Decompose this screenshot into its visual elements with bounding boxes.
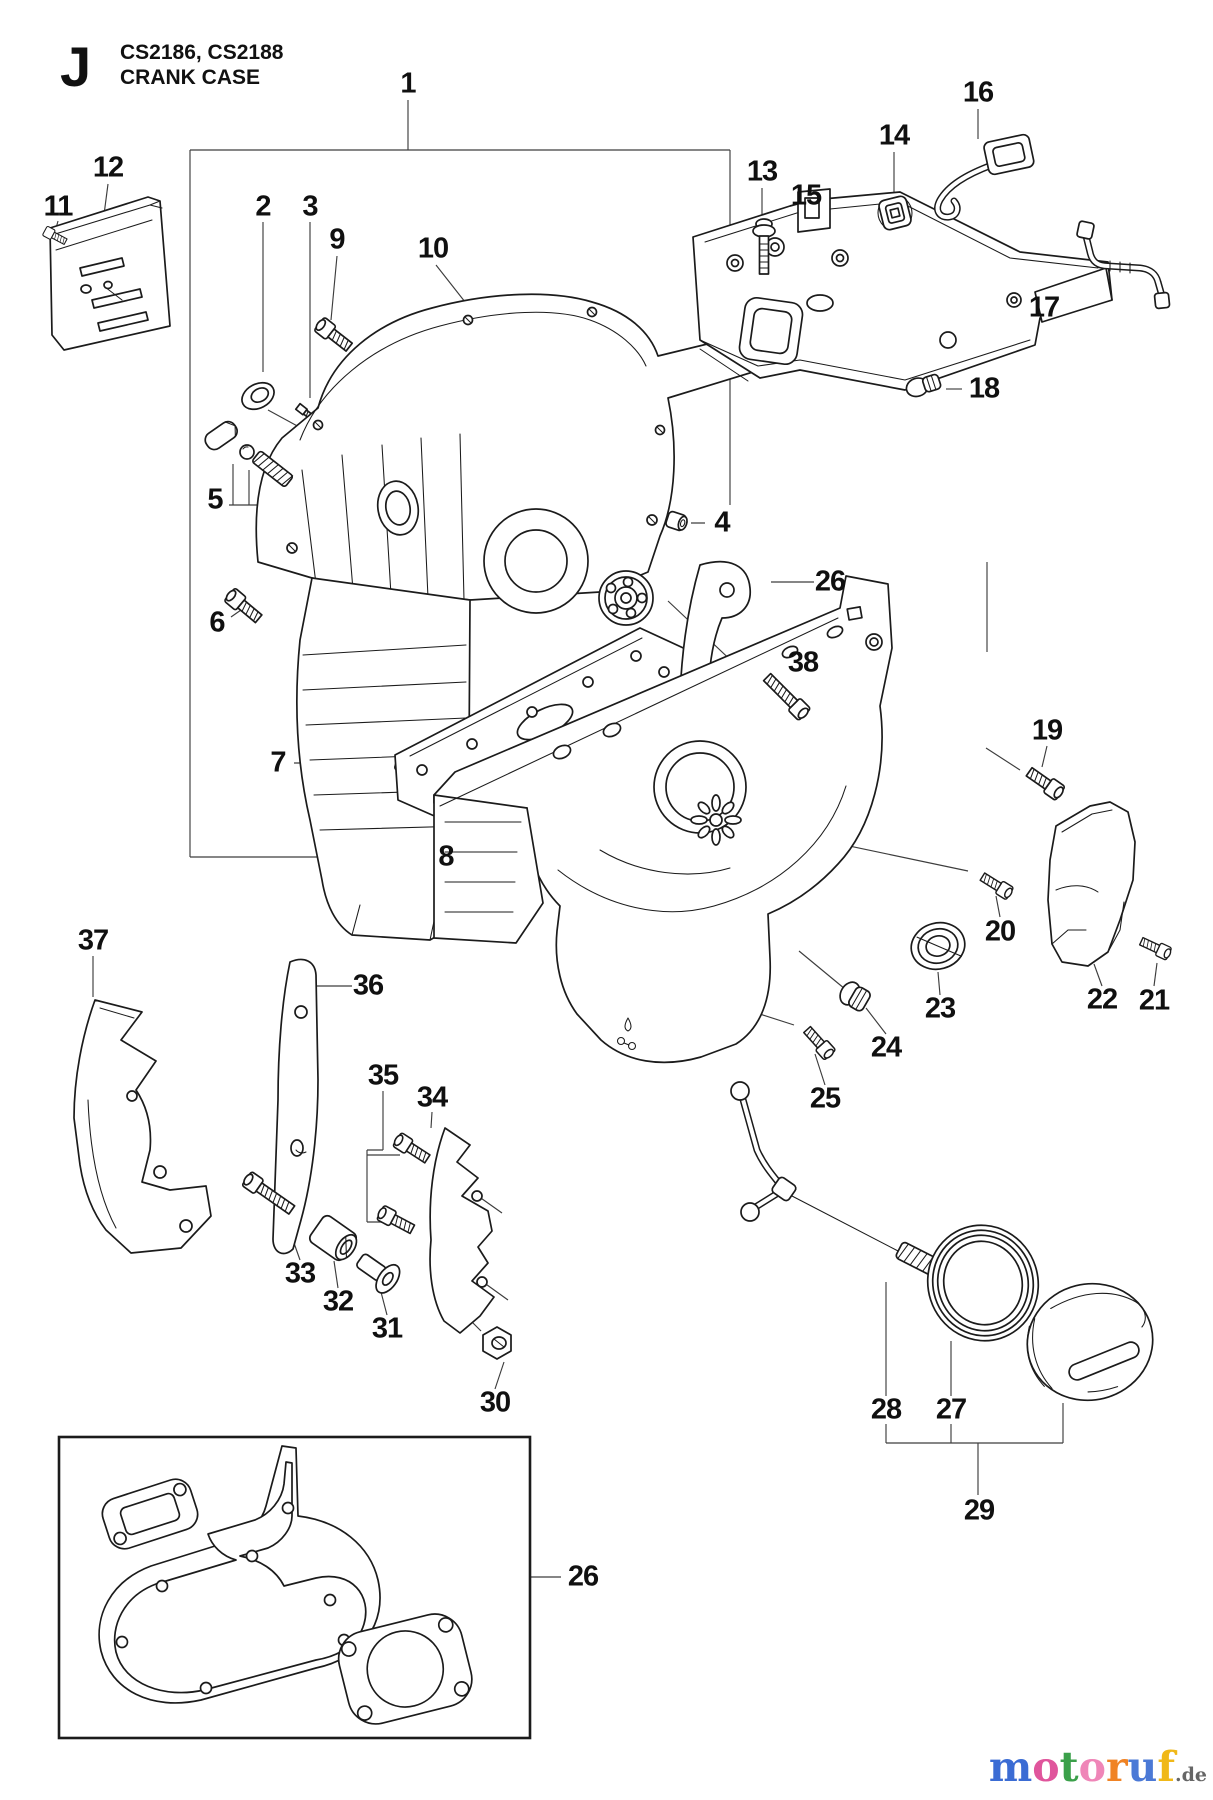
logo-letter-1: o — [1032, 1743, 1060, 1791]
callout-19: 19 — [1031, 714, 1063, 747]
callout-6: 6 — [209, 606, 225, 639]
tank-cap-29 — [1026, 1282, 1154, 1402]
barrel-nut-4 — [665, 510, 688, 532]
screw-33 — [241, 1171, 296, 1215]
callout-34: 34 — [416, 1081, 448, 1114]
gasket-kit-box-26 — [57, 1435, 532, 1740]
logo-letter-6: f — [1157, 1743, 1175, 1791]
callout-16: 16 — [962, 76, 994, 109]
callout-20: 20 — [984, 915, 1016, 948]
callout-29: 29 — [963, 1494, 995, 1527]
page-title: CRANK CASE — [120, 66, 261, 89]
tank-tray-15 — [692, 188, 1113, 391]
screw-11 — [42, 226, 68, 245]
callout-31: 31 — [371, 1312, 403, 1345]
callout-32: 32 — [322, 1285, 354, 1318]
upper-crankcase-half — [255, 289, 937, 941]
screw-9 — [314, 317, 354, 352]
callout-7: 7 — [270, 746, 286, 779]
spiked-bumper-37 — [73, 999, 212, 1254]
callout-10: 10 — [417, 232, 449, 265]
callout-23: 23 — [924, 992, 956, 1025]
callout-18: 18 — [968, 372, 1000, 405]
callout-35: 35 — [367, 1059, 399, 1092]
felling-spike-34 — [429, 1127, 495, 1334]
plunger-ball-spring-5 — [204, 420, 294, 488]
screw-13 — [752, 218, 776, 275]
fuel-hose-17 — [1076, 220, 1171, 310]
logo-letter-0: m — [988, 1743, 1033, 1791]
logo-letter-5: u — [1127, 1743, 1158, 1791]
callout-28: 28 — [870, 1393, 902, 1426]
retaining-ring-27 — [926, 1224, 1040, 1342]
screw-6 — [224, 588, 263, 624]
callout-11: 11 — [43, 190, 74, 223]
callout-17: 17 — [1028, 291, 1060, 324]
callout-14: 14 — [878, 119, 910, 152]
screw-19 — [1025, 766, 1066, 801]
callout-24: 24 — [870, 1031, 902, 1064]
callout-3: 3 — [302, 190, 318, 223]
callout-15: 15 — [790, 179, 822, 212]
callout-38: 38 — [787, 646, 819, 679]
callout-26: 26 — [814, 565, 846, 598]
callout-27: 27 — [935, 1393, 967, 1426]
logo-letter-4: r — [1105, 1743, 1128, 1791]
lower-crankcase-half — [433, 575, 893, 1064]
model-numbers: CS2186, CS2188 — [120, 41, 284, 64]
callout-9: 9 — [329, 223, 345, 256]
logo-suffix: .de — [1175, 1764, 1207, 1786]
screw-21 — [1138, 936, 1172, 961]
callout-21: 21 — [1138, 984, 1170, 1017]
screw-35b — [376, 1205, 416, 1235]
callout-2: 2 — [255, 190, 271, 223]
crankshaft-bearing — [598, 570, 654, 626]
callout-30: 30 — [479, 1386, 511, 1419]
callout-33: 33 — [284, 1257, 316, 1290]
callout-36: 36 — [352, 969, 384, 1002]
logo-letter-3: o — [1078, 1743, 1106, 1791]
motoruf-watermark: motoruf.de — [989, 1747, 1207, 1796]
callout-4: 4 — [714, 506, 730, 539]
callout-12: 12 — [92, 151, 124, 184]
plug-24 — [839, 981, 871, 1012]
plug-18 — [905, 373, 942, 398]
screw-35a — [392, 1132, 431, 1164]
bumper-plate-36 — [272, 958, 319, 1255]
title-block: CS2186, CS2188 CRANK CASE — [120, 40, 283, 90]
section-letter: J — [60, 35, 92, 98]
screw-38 — [762, 672, 811, 721]
starter-star — [690, 794, 742, 846]
guide-plate-12 — [49, 196, 171, 351]
screw-20 — [979, 872, 1014, 900]
choke-lever-16 — [934, 133, 1035, 221]
chain-catcher-22 — [1047, 801, 1136, 967]
callout-8: 8 — [438, 840, 454, 873]
spacer-32 — [308, 1214, 358, 1262]
callout-1: 1 — [400, 67, 416, 100]
callout-25: 25 — [809, 1082, 841, 1115]
callout-5: 5 — [207, 483, 223, 516]
sleeve-31 — [356, 1253, 401, 1294]
logo-letter-2: t — [1059, 1743, 1079, 1791]
plug-2 — [241, 381, 275, 411]
screw-25 — [803, 1025, 836, 1060]
callout-22: 22 — [1086, 983, 1118, 1016]
callout-13: 13 — [746, 155, 778, 188]
callout-26: 26 — [567, 1560, 599, 1593]
oil-seal-23 — [910, 921, 966, 971]
callout-37: 37 — [77, 924, 109, 957]
grommet-14 — [877, 195, 913, 231]
nut-30 — [482, 1326, 512, 1360]
spring — [252, 450, 294, 488]
